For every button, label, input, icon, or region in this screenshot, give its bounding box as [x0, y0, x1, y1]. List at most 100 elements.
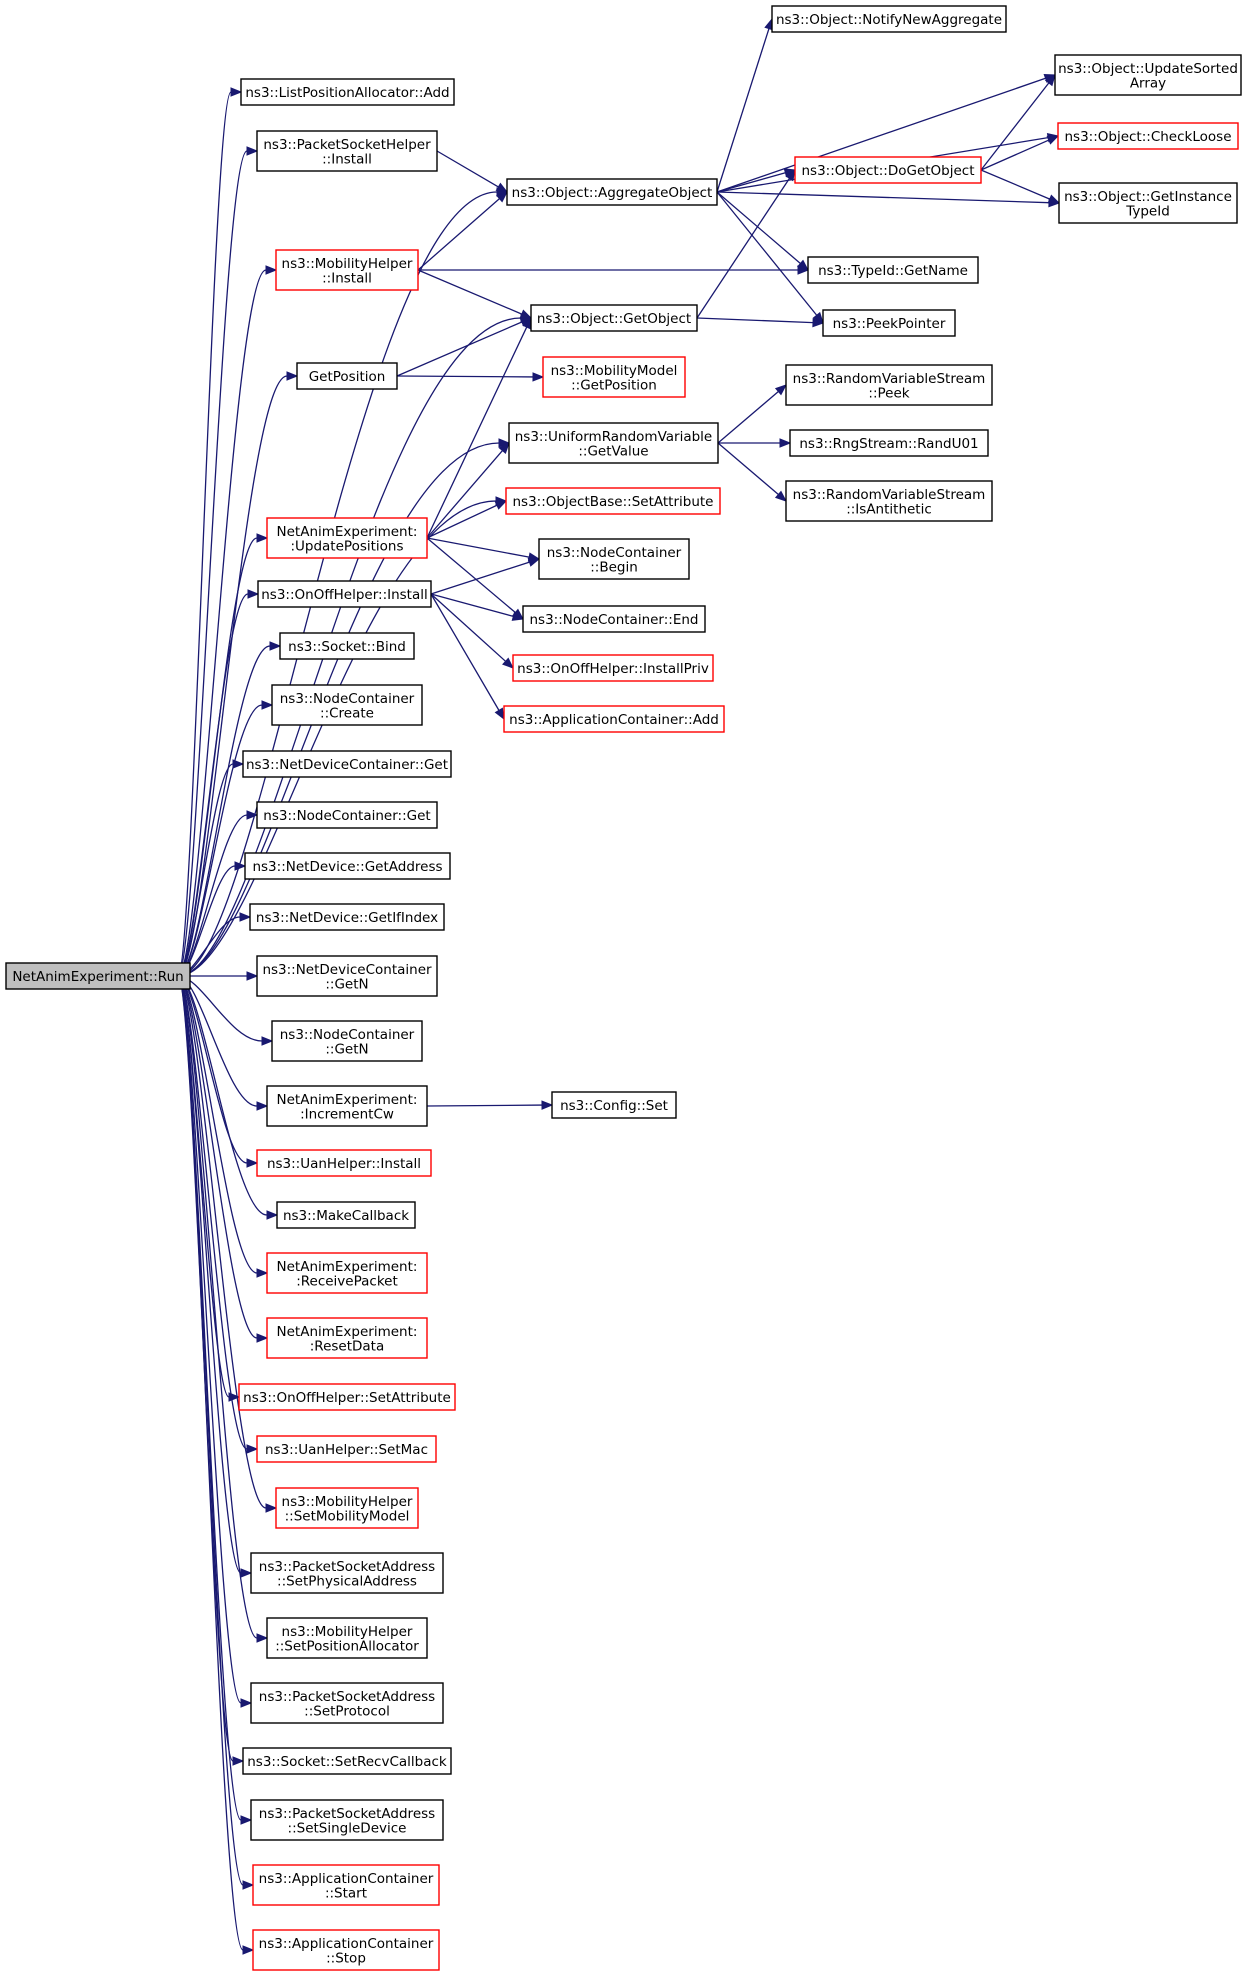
node-box	[256, 801, 438, 829]
node-mm_getposition[interactable]: ns3::MobilityModel::GetPosition	[542, 356, 686, 398]
node-label: ns3::NodeContainer::Get	[263, 808, 430, 824]
call-edge-line	[430, 593, 514, 618]
call-edge-getposition-to-obj_getobject	[396, 317, 533, 377]
node-nc_end[interactable]: ns3::NodeContainer::End	[522, 605, 706, 633]
node-onoff_install[interactable]: ns3::OnOffHelper::Install	[257, 580, 432, 608]
node-ac_start[interactable]: ns3::ApplicationContainer::Start	[252, 1864, 440, 1906]
node-mh_setpa[interactable]: ns3::MobilityHelper::SetPositionAllocato…	[266, 1617, 428, 1659]
node-mh_setmm[interactable]: ns3::MobilityHelper::SetMobilityModel	[275, 1487, 419, 1529]
node-nae_inccw[interactable]: NetAnimExperiment::IncrementCw	[266, 1085, 428, 1127]
node-nd_getifindex[interactable]: ns3::NetDevice::GetIfIndex	[249, 903, 445, 931]
node-box	[266, 1252, 428, 1294]
call-edge-run-to-psa_setphys	[177, 975, 253, 1578]
node-mh_install[interactable]: ns3::MobilityHelper::Install	[275, 249, 419, 291]
node-ac_stop[interactable]: ns3::ApplicationContainer::Stop	[252, 1929, 440, 1971]
node-rng_randu01[interactable]: ns3::RngStream::RandU01	[789, 429, 989, 457]
node-box	[530, 304, 698, 332]
node-typeid_getname[interactable]: ns3::TypeId::GetName	[807, 256, 979, 284]
node-nae_update[interactable]: NetAnimExperiment::UpdatePositions	[266, 517, 428, 559]
arrowhead	[234, 861, 247, 871]
node-ndc_get[interactable]: ns3::NetDeviceContainer::Get	[242, 750, 452, 778]
arrowhead	[246, 810, 259, 820]
node-rvs_peek[interactable]: ns3::RandomVariableStream::Peek	[785, 364, 993, 406]
call-edge-run-to-mh_setmm	[177, 975, 278, 1513]
node-ob_setattr[interactable]: ns3::ObjectBase::SetAttribute	[505, 487, 721, 515]
node-psh_install[interactable]: ns3::PacketSocketHelper::Install	[256, 130, 438, 172]
call-edge-line	[177, 91, 232, 977]
node-nc_get[interactable]: ns3::NodeContainer::Get	[256, 801, 438, 829]
node-nae_reset[interactable]: NetAnimExperiment::ResetData	[266, 1317, 428, 1359]
node-label: NetAnimExperiment:	[277, 1092, 418, 1108]
node-nc_getn[interactable]: ns3::NodeContainer::GetN	[271, 1020, 423, 1062]
node-label: ns3::ApplicationContainer::Add	[509, 712, 719, 728]
node-lpa_add[interactable]: ns3::ListPositionAllocator::Add	[240, 78, 455, 106]
node-box	[250, 1682, 444, 1724]
node-label: ns3::NodeContainer	[280, 1027, 415, 1043]
call-edge-nae_update-to-urv_getvalue	[426, 441, 510, 539]
node-socket_bind[interactable]: ns3::Socket::Bind	[279, 632, 415, 660]
node-nc_begin[interactable]: ns3::NodeContainer::Begin	[538, 538, 690, 580]
node-onoff_installpriv[interactable]: ns3::OnOffHelper::InstallPriv	[512, 654, 714, 682]
node-box	[785, 364, 993, 406]
node-box	[1054, 54, 1242, 96]
call-edge-nae_update-to-nc_end	[426, 537, 525, 620]
call-edge-obj_aggregate-to-obj_notify	[716, 17, 774, 193]
node-label: ns3::TypeId::GetName	[818, 263, 968, 279]
call-edge-line	[177, 975, 267, 1509]
node-config_set[interactable]: ns3::Config::Set	[551, 1091, 677, 1119]
call-edge-line	[717, 442, 779, 496]
node-label: ns3::Object::CheckLoose	[1064, 129, 1231, 145]
node-urv_getvalue[interactable]: ns3::UniformRandomVariable::GetValue	[508, 422, 719, 464]
call-edge-mh_install-to-obj_getobject	[417, 269, 533, 319]
arrowhead	[265, 265, 278, 275]
node-rvs_isanti[interactable]: ns3::RandomVariableStream::IsAntithetic	[785, 480, 993, 522]
node-ac_add[interactable]: ns3::ApplicationContainer::Add	[503, 705, 725, 733]
node-nc_create[interactable]: ns3::NodeContainer::Create	[271, 684, 423, 726]
call-edge-run-to-mh_setpa	[177, 975, 269, 1643]
arrowhead	[261, 1036, 274, 1046]
node-label: ::GetPosition	[571, 377, 657, 393]
arrowhead	[269, 641, 282, 651]
node-uan_install[interactable]: ns3::UanHelper::Install	[256, 1149, 432, 1177]
node-psa_setphys[interactable]: ns3::PacketSocketAddress::SetPhysicalAdd…	[250, 1552, 444, 1594]
node-box	[794, 156, 982, 184]
node-box	[256, 1435, 437, 1463]
arrowhead	[240, 1568, 253, 1578]
node-run[interactable]: NetAnimExperiment::Run	[5, 962, 191, 990]
node-label: ::GetN	[325, 1041, 368, 1057]
node-psa_setproto[interactable]: ns3::PacketSocketAddress::SetProtocol	[250, 1682, 444, 1724]
arrowhead	[774, 490, 788, 502]
node-nae_recv[interactable]: NetAnimExperiment::ReceivePacket	[266, 1252, 428, 1294]
node-label: ns3::NetDevice::GetAddress	[252, 859, 442, 875]
node-label: ns3::Config::Set	[560, 1098, 668, 1114]
node-label: :UpdatePositions	[290, 538, 403, 554]
node-obj_checkloose[interactable]: ns3::Object::CheckLoose	[1057, 122, 1239, 150]
node-label: NetAnimExperiment::Run	[12, 969, 183, 985]
node-box	[266, 1085, 428, 1127]
node-nd_getaddress[interactable]: ns3::NetDevice::GetAddress	[244, 852, 451, 880]
call-edge-onoff_install-to-ac_add	[430, 593, 505, 721]
arrowhead	[541, 1100, 554, 1110]
node-getposition[interactable]: GetPosition	[296, 362, 398, 390]
call-edge-run-to-ac_start	[177, 975, 255, 1890]
node-uan_setmac[interactable]: ns3::UanHelper::SetMac	[256, 1435, 437, 1463]
call-edge-line	[177, 975, 242, 1704]
node-obj_getobject[interactable]: ns3::Object::GetObject	[530, 304, 698, 332]
node-socket_setrecv[interactable]: ns3::Socket::SetRecvCallback	[242, 1747, 452, 1775]
node-psa_setsingle[interactable]: ns3::PacketSocketAddress::SetSingleDevic…	[250, 1799, 444, 1841]
node-obj_aggregate[interactable]: ns3::Object::AggregateObject	[506, 178, 718, 206]
call-edge-mh_install-to-typeid_getname	[418, 265, 810, 275]
node-box	[275, 249, 419, 291]
node-ndc_getn[interactable]: ns3::NetDeviceContainer::GetN	[256, 955, 438, 997]
node-label: ns3::NetDevice::GetIfIndex	[256, 910, 438, 926]
node-box	[257, 580, 432, 608]
node-onoff_setattr[interactable]: ns3::OnOffHelper::SetAttribute	[238, 1383, 456, 1411]
node-obj_dogetobject[interactable]: ns3::Object::DoGetObject	[794, 156, 982, 184]
node-obj_notify[interactable]: ns3::Object::NotifyNewAggregate	[771, 5, 1007, 33]
arrowhead	[246, 146, 259, 156]
call-edge-urv_getvalue-to-rvs_peek	[717, 384, 788, 444]
node-makecallback[interactable]: ns3::MakeCallback	[276, 1201, 416, 1229]
node-peekpointer[interactable]: ns3::PeekPointer	[822, 309, 956, 337]
